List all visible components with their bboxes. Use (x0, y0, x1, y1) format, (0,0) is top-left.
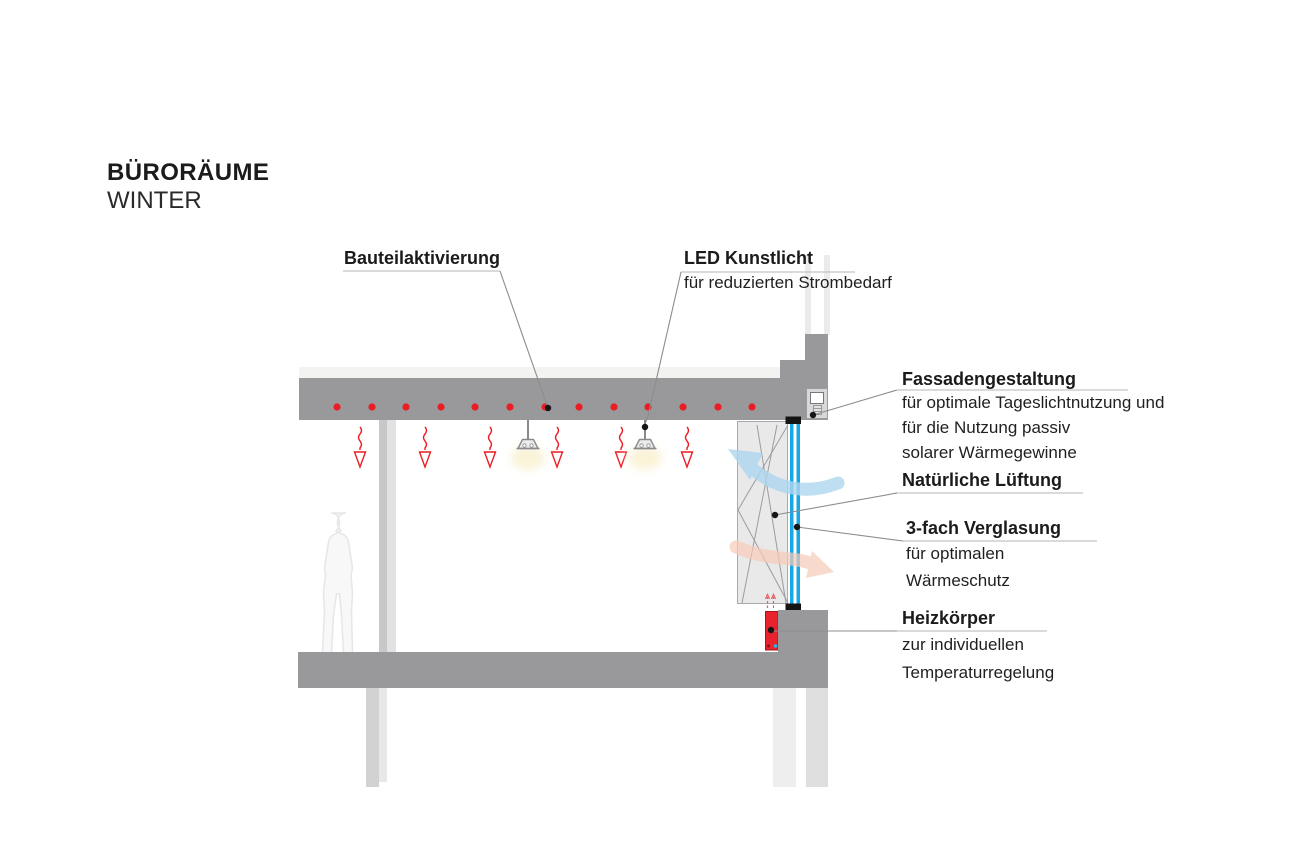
label-heizkoerper-desc2: Temperaturregelung (902, 663, 1055, 682)
label-bauteilaktivierung-title: Bauteilaktivierung (344, 248, 501, 268)
pendant-lamp-1 (511, 420, 545, 470)
label-fassade-desc1: für optimale Tageslichtnutzung und (902, 393, 1165, 412)
label-verglasung-desc1: für optimalen (906, 544, 1005, 563)
label-heizkoerper-desc1: zur individuellen (902, 635, 1024, 654)
concrete-core-activation-dots (333, 403, 756, 411)
screed-band (299, 367, 780, 378)
label-verglasung-desc2: Wärmeschutz (906, 571, 1010, 590)
label-natuerliche-lueftung: Natürliche Lüftung (902, 470, 1062, 490)
label-led-title: LED Kunstlicht (684, 248, 813, 268)
column (366, 420, 396, 787)
window-sash (737, 421, 789, 604)
warm-air-arrow (729, 540, 834, 578)
page-subtitle: WINTER (107, 187, 202, 214)
label-verglasung-title: 3-fach Verglasung (906, 518, 1062, 538)
leader-dots (544, 404, 817, 634)
glazing-frame-top (785, 416, 801, 424)
label-bauteilaktivierung: Bauteilaktivierung (344, 248, 500, 268)
supply-air-arrow (728, 449, 845, 496)
radiant-heat-arrows (353, 426, 694, 470)
label-fassade-desc3: solarer Wärmegewinne (902, 443, 1077, 462)
label-fassade-title: Fassadengestaltung (902, 369, 1077, 389)
roller-blind-detail (806, 388, 828, 419)
label-underlines (343, 270, 1128, 632)
label-led-desc: für reduzierten Strombedarf (684, 273, 892, 292)
facade-mullions-upper (805, 255, 830, 335)
label-lueftung-title: Natürliche Lüftung (902, 470, 1062, 490)
floor-slab (298, 610, 828, 688)
label-heizkoerper: Heizkörper zur individuellen Temperaturr… (902, 608, 1054, 684)
parapet-wall (780, 334, 828, 380)
glazing-frame-bottom (785, 603, 801, 611)
triple-glazing (785, 416, 801, 611)
ceiling-slab (299, 378, 828, 420)
page-title: BÜRORÄUME (107, 159, 270, 186)
radiator-heat-arrows (764, 593, 777, 608)
label-fassade-desc2: für die Nutzung passiv (902, 418, 1071, 437)
label-3fach-verglasung: 3-fach Verglasung für optimalen Wärmesch… (906, 518, 1061, 592)
facade-mullions-lower (773, 688, 828, 787)
label-fassadengestaltung: Fassadengestaltung für optimale Tageslic… (902, 369, 1164, 464)
label-heizkoerper-title: Heizkörper (902, 608, 996, 628)
leader-lines (499, 270, 904, 632)
human-figure (321, 512, 354, 655)
label-led-kunstlicht: LED Kunstlicht für reduzierten Strombeda… (684, 248, 892, 294)
title-block: BÜRORÄUME WINTER (107, 160, 269, 214)
